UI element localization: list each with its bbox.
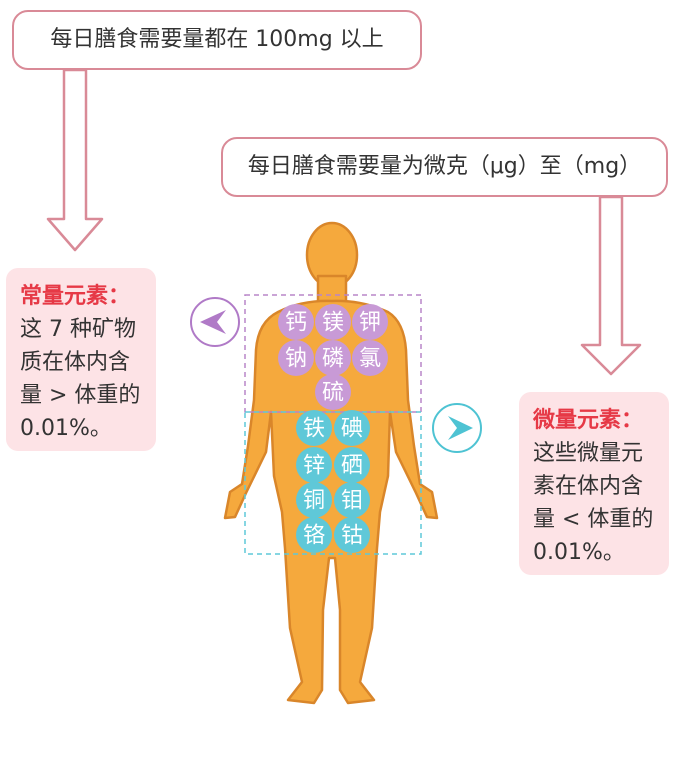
macro-circle-3	[278, 340, 314, 376]
trace-circle-5	[334, 482, 370, 518]
trace-element-description: 这些微量元 素在体内含 量 < 体重的 0.01%。	[533, 441, 654, 565]
macro-label-3: 钠	[285, 347, 307, 372]
trace-label-5: 钼	[341, 489, 363, 514]
macro-circle-6	[315, 374, 351, 410]
trace-circle-3	[334, 447, 370, 483]
trace-circle-1	[334, 410, 370, 446]
trace-circle-2	[296, 447, 332, 483]
trace-element-info-box: 微量元素： 这些微量元 素在体内含 量 < 体重的 0.01%。	[519, 392, 669, 575]
daily-intake-above-100mg-text: 每日膳食需要量都在 100mg 以上	[50, 27, 384, 52]
chevron-right-icon	[448, 416, 473, 440]
macro-label-1: 镁	[322, 311, 344, 336]
trace-label-2: 锌	[303, 454, 325, 479]
macro-label-2: 钾	[359, 311, 381, 336]
trace-circle-6	[296, 517, 332, 553]
trace-circle-4	[296, 482, 332, 518]
trace-label-6: 铬	[303, 524, 325, 549]
macro-label-6: 硫	[322, 381, 344, 406]
daily-intake-microgram-text: 每日膳食需要量为微克（μg）至（mg）	[247, 154, 642, 179]
trace-label-0: 铁	[303, 417, 325, 442]
trace-circle-0	[296, 410, 332, 446]
arrow-down-left	[46, 68, 104, 252]
macro-circle-2	[352, 304, 388, 340]
daily-intake-microgram-callout: 每日膳食需要量为微克（μg）至（mg）	[221, 137, 668, 197]
macro-element-title: 常量元素：	[20, 284, 131, 309]
macro-element-description: 这 7 种矿物 质在体内含 量 > 体重的 0.01%。	[20, 317, 141, 441]
macro-circle-4	[315, 340, 351, 376]
macro-circle-0	[278, 304, 314, 340]
trace-label-7: 钴	[341, 524, 363, 549]
trace-label-1: 碘	[341, 417, 363, 442]
arrow-down-right	[580, 195, 642, 376]
trace-group-box	[244, 411, 422, 555]
macro-element-group: 钙镁钾钠磷氯硫	[278, 304, 388, 410]
macro-label-0: 钙	[285, 311, 307, 336]
daily-intake-above-100mg-callout: 每日膳食需要量都在 100mg 以上	[12, 10, 422, 70]
trace-label-4: 铜	[303, 489, 325, 514]
trace-label-3: 硒	[341, 454, 363, 479]
macro-element-info-box: 常量元素： 这 7 种矿物 质在体内含 量 > 体重的 0.01%。	[6, 268, 156, 451]
trace-element-title: 微量元素：	[533, 408, 644, 433]
trace-circle-7	[334, 517, 370, 553]
chevron-left-icon	[200, 310, 226, 334]
macro-group-box	[244, 294, 422, 413]
macro-circle-1	[315, 304, 351, 340]
macro-circle-5	[352, 340, 388, 376]
macro-label-5: 氯	[359, 347, 381, 372]
macro-label-4: 磷	[322, 347, 344, 372]
trace-element-group: 铁碘锌硒铜钼铬钴	[296, 410, 370, 553]
